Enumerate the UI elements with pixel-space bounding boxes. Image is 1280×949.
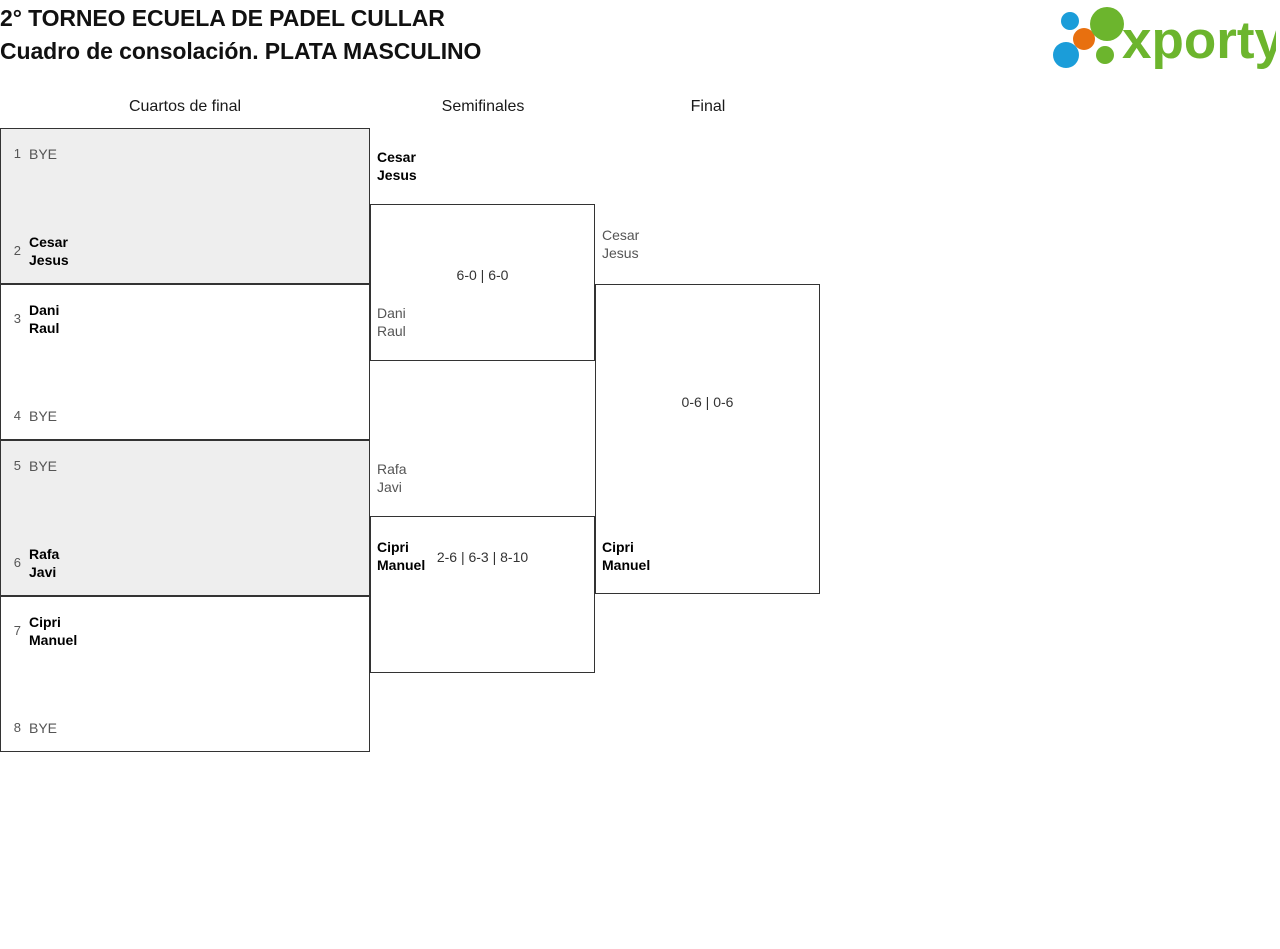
logo-dot-orange bbox=[1073, 28, 1095, 50]
logo-dot-green-small bbox=[1096, 46, 1114, 64]
final-match-team-bottom[interactable]: Cipri Manuel bbox=[602, 539, 651, 573]
tournament-name: 2° TORNEO ECUELA DE PADEL CULLAR bbox=[0, 5, 445, 31]
semifinal-match-2-score: 2-6 | 6-3 | 8-10 bbox=[436, 549, 529, 565]
qf-match-4-slot-bottom[interactable]: 8 BYE bbox=[9, 719, 57, 737]
team-name: BYE bbox=[29, 720, 58, 736]
final-match-score: 0-6 | 0-6 bbox=[681, 394, 734, 410]
seed-number: 2 bbox=[13, 243, 21, 258]
team-name: Dani Raul bbox=[29, 302, 60, 336]
qf-match-4[interactable]: 7 Cipri Manuel 8 BYE bbox=[0, 596, 370, 752]
round-header-semifinals: Semifinales bbox=[441, 98, 525, 115]
page-title: 2° TORNEO ECUELA DE PADEL CULLAR Cuadro … bbox=[0, 2, 900, 68]
qf-match-3-slot-top[interactable]: 5 BYE bbox=[9, 457, 57, 475]
seed-number: 5 bbox=[13, 458, 21, 473]
logo-dot-blue-large bbox=[1053, 42, 1079, 68]
logo-dot-green-large bbox=[1090, 7, 1124, 41]
qf-match-3[interactable]: 5 BYE 6 Rafa Javi bbox=[0, 440, 370, 596]
qf-match-3-slot-bottom[interactable]: 6 Rafa Javi bbox=[9, 545, 60, 581]
bracket-subtitle: Cuadro de consolación. PLATA MASCULINO bbox=[0, 38, 482, 64]
final-match-team-top[interactable]: Cesar Jesus bbox=[602, 227, 640, 261]
seed-number: 1 bbox=[13, 146, 21, 161]
qf-match-1[interactable]: 1 BYE 2 Cesar Jesus bbox=[0, 128, 370, 284]
seed-number: 3 bbox=[13, 311, 21, 326]
qf-match-1-slot-bottom[interactable]: 2 Cesar Jesus bbox=[9, 233, 69, 269]
semifinal-match-1-team-top[interactable]: Cesar Jesus bbox=[377, 149, 417, 183]
team-name: BYE bbox=[29, 146, 58, 162]
xporty-logo-svg: xporty bbox=[1053, 7, 1276, 70]
round-header-quarterfinals: Cuartos de final bbox=[128, 98, 242, 115]
semifinal-match-2-team-bottom[interactable]: Cipri Manuel bbox=[377, 539, 426, 573]
final-match[interactable]: 0-6 | 0-6 bbox=[595, 284, 820, 594]
semifinal-match-1-team-bottom[interactable]: Dani Raul bbox=[377, 305, 406, 339]
qf-match-1-slot-top[interactable]: 1 BYE bbox=[9, 145, 57, 163]
logo-wordmark: xporty bbox=[1122, 11, 1276, 70]
seed-number: 7 bbox=[13, 623, 21, 638]
semifinal-match-1-score: 6-0 | 6-0 bbox=[456, 267, 509, 283]
qf-match-2-slot-top[interactable]: 3 Dani Raul bbox=[9, 301, 60, 337]
qf-match-2-slot-bottom[interactable]: 4 BYE bbox=[9, 407, 57, 425]
team-name: Cipri Manuel bbox=[29, 614, 78, 648]
seed-number: 4 bbox=[13, 408, 21, 423]
semifinal-match-2-team-top[interactable]: Rafa Javi bbox=[377, 461, 407, 495]
seed-number: 8 bbox=[13, 720, 21, 735]
team-name: BYE bbox=[29, 458, 58, 474]
logo-dot-blue-small bbox=[1061, 12, 1079, 30]
semifinal-match-1[interactable]: 6-0 | 6-0 bbox=[370, 204, 595, 361]
seed-number: 6 bbox=[13, 555, 21, 570]
team-name: BYE bbox=[29, 408, 58, 424]
semifinal-match-2[interactable]: 2-6 | 6-3 | 8-10 bbox=[370, 516, 595, 673]
qf-match-4-slot-top[interactable]: 7 Cipri Manuel bbox=[9, 613, 77, 649]
xporty-logo[interactable]: xporty bbox=[1048, 4, 1276, 70]
team-name: Rafa Javi bbox=[29, 546, 60, 580]
team-name: Cesar Jesus bbox=[29, 234, 69, 268]
qf-match-2[interactable]: 3 Dani Raul 4 BYE bbox=[0, 284, 370, 440]
round-header-final: Final bbox=[690, 98, 726, 115]
